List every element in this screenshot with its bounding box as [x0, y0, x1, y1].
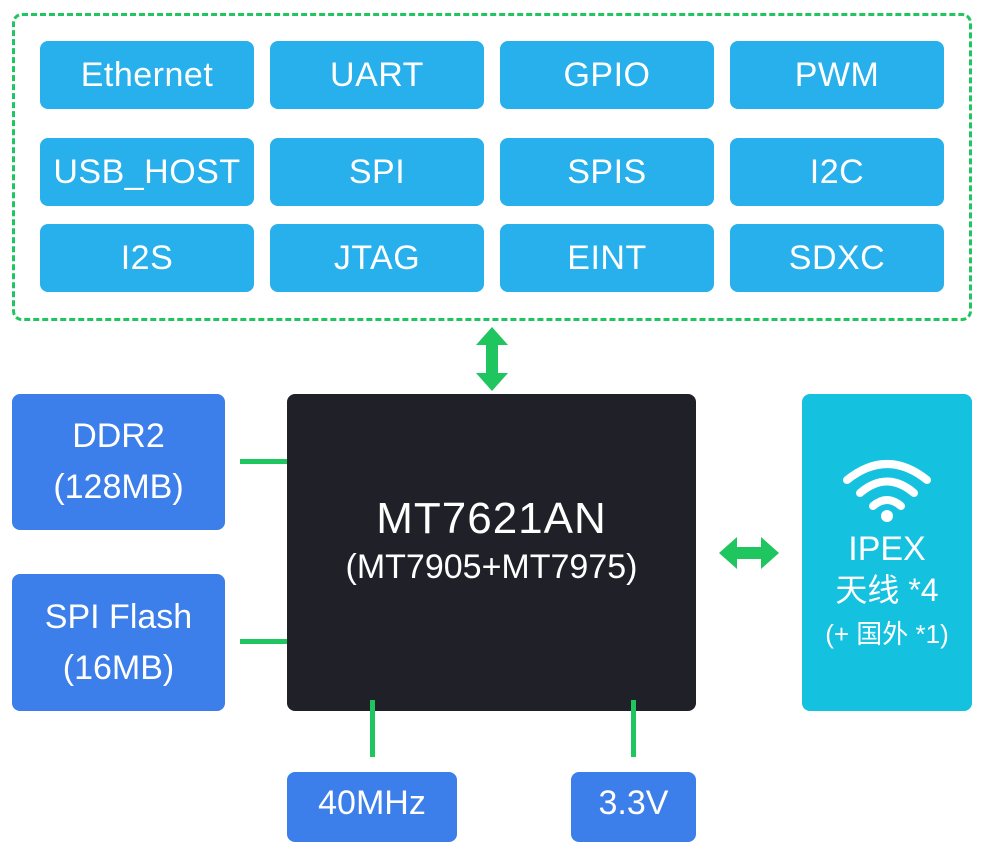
peripheral-usb-host: USB_HOST	[40, 138, 254, 206]
bidirectional-arrow-horizontal-icon	[719, 537, 779, 569]
peripheral-uart: UART	[270, 41, 484, 109]
antenna-count-label: 天线 *4	[835, 572, 939, 609]
spi-flash-label: SPI Flash	[44, 597, 193, 636]
soc-subtitle: (MT7905+MT7975)	[345, 548, 638, 586]
antenna-extra-label: (+ 国外 *1)	[825, 619, 949, 650]
peripheral-interfaces-group	[12, 13, 972, 321]
peripheral-jtag: JTAG	[270, 224, 484, 292]
clock-connector-line	[370, 700, 375, 757]
ddr2-memory-box: DDR2 (128MB)	[12, 394, 225, 530]
spi-flash-box: SPI Flash (16MB)	[12, 574, 225, 711]
peripheral-spi: SPI	[270, 138, 484, 206]
peripheral-spis: SPIS	[500, 138, 714, 206]
ddr2-size: (128MB)	[53, 468, 184, 506]
soc-chip-box: MT7621AN (MT7905+MT7975)	[287, 394, 696, 711]
peripheral-eint: EINT	[500, 224, 714, 292]
wifi-icon	[843, 459, 931, 522]
clock-box: 40MHz	[287, 772, 457, 842]
antenna-box: IPEX 天线 *4 (+ 国外 *1)	[802, 394, 972, 711]
peripheral-ethernet: Ethernet	[40, 41, 254, 109]
peripheral-gpio: GPIO	[500, 41, 714, 109]
soc-title: MT7621AN	[376, 494, 607, 543]
peripheral-pwm: PWM	[730, 41, 944, 109]
power-box: 3.3V	[571, 772, 696, 842]
spi-flash-connector-line	[240, 639, 298, 644]
bidirectional-arrow-vertical-icon	[476, 327, 508, 391]
ddr2-connector-line	[240, 459, 298, 464]
peripheral-i2c: I2C	[730, 138, 944, 206]
peripheral-sdxc: SDXC	[730, 224, 944, 292]
ddr2-label: DDR2	[72, 417, 165, 455]
peripheral-i2s: I2S	[40, 224, 254, 292]
antenna-type-label: IPEX	[848, 529, 926, 568]
power-connector-line	[631, 700, 636, 757]
spi-flash-size: (16MB)	[62, 648, 175, 687]
